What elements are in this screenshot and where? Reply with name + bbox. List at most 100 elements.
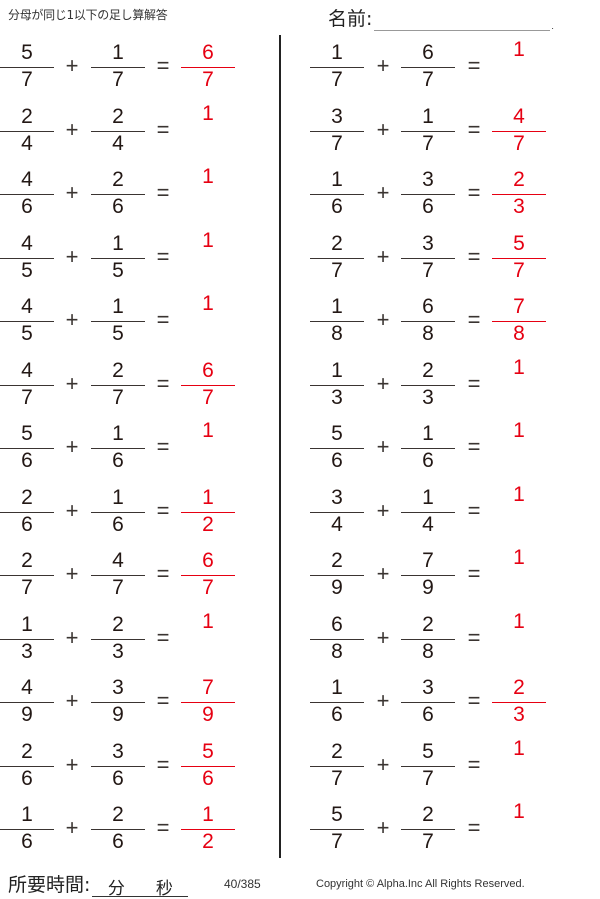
equals-sign: = <box>156 243 170 269</box>
fraction-bar <box>401 194 455 196</box>
numerator: 1 <box>422 104 434 128</box>
fraction-bar <box>91 575 145 577</box>
second-fraction: 3 9 <box>91 672 145 732</box>
denominator: 7 <box>422 830 434 853</box>
problem-row: 2 7 + 5 7 = 1 <box>0 736 600 796</box>
numerator: 5 <box>422 739 434 763</box>
denominator: 3 <box>112 639 124 663</box>
fraction-bar <box>401 257 455 259</box>
plus-sign: + <box>376 180 390 205</box>
plus-sign: + <box>65 624 79 650</box>
answer-numerator: 2 <box>513 168 525 191</box>
answer-fraction: 2 3 <box>492 164 546 224</box>
fraction-bar <box>0 67 54 69</box>
fraction-bar <box>401 702 455 704</box>
denominator: 6 <box>21 512 33 536</box>
numerator: 2 <box>112 803 124 826</box>
second-fraction: 4 7 <box>91 545 145 605</box>
answer-numerator: 1 <box>202 803 214 826</box>
fraction-bar <box>0 829 54 831</box>
plus-sign: + <box>376 370 390 396</box>
fraction-bar <box>401 130 455 132</box>
numerator: 6 <box>422 41 434 64</box>
problem-row: 5 6 + 1 6 = 1 <box>0 418 600 478</box>
equals-sign: = <box>467 370 481 396</box>
numerator: 2 <box>21 739 33 763</box>
denominator: 7 <box>422 131 434 155</box>
second-fraction: 2 6 <box>91 164 145 224</box>
fraction-bar <box>401 448 455 450</box>
minutes-unit: 分 <box>107 879 125 899</box>
second-fraction: 2 4 <box>91 101 145 161</box>
fraction-bar <box>401 67 455 69</box>
first-fraction: 1 6 <box>310 164 364 224</box>
problem-row: 3 4 + 1 4 = 1 <box>0 482 600 542</box>
numerator: 6 <box>331 612 343 636</box>
numerator: 1 <box>112 485 124 509</box>
numerator: 1 <box>112 231 124 255</box>
answer-numerator: 5 <box>202 739 214 763</box>
answer-whole-number: 1 <box>513 736 525 760</box>
first-fraction: 2 9 <box>310 545 364 605</box>
denominator: 6 <box>21 195 33 218</box>
worksheet-title: 分母が同じ1以下の足し算解答 <box>8 8 168 22</box>
fraction-bar <box>0 765 54 767</box>
answer-fraction-bar <box>492 702 546 704</box>
second-fraction: 6 8 <box>401 291 455 351</box>
first-fraction: 4 5 <box>0 291 54 351</box>
fraction-bar <box>91 765 145 767</box>
fraction-bar <box>401 321 455 323</box>
name-line-end-dot: . <box>551 22 554 31</box>
fraction-bar <box>401 384 455 386</box>
answer-fraction: 4 7 <box>492 101 546 161</box>
denominator: 7 <box>422 68 434 91</box>
denominator: 6 <box>331 449 343 472</box>
numerator: 7 <box>422 549 434 572</box>
problem-row: 1 6 + 3 6 = 2 3 <box>0 164 600 224</box>
numerator: 1 <box>21 612 33 636</box>
equals-sign: = <box>156 561 170 586</box>
problem-row: 2 4 + 2 4 = 1 <box>0 101 600 161</box>
answer-whole-number: 1 <box>513 482 525 506</box>
answer-fraction-bar <box>181 67 235 69</box>
first-fraction: 3 4 <box>310 482 364 542</box>
answer-fraction: 6 7 <box>181 355 235 415</box>
plus-sign: + <box>65 751 79 777</box>
denominator: 3 <box>422 385 434 409</box>
denominator: 4 <box>331 512 343 536</box>
fraction-bar <box>310 765 364 767</box>
denominator: 5 <box>112 258 124 282</box>
answer-fraction: 5 6 <box>181 736 235 796</box>
first-fraction: 4 5 <box>0 228 54 288</box>
numerator: 1 <box>422 485 434 509</box>
fraction-bar <box>91 194 145 196</box>
numerator: 2 <box>331 231 343 255</box>
answer-whole-number: 1 <box>513 609 525 633</box>
fraction-bar <box>91 257 145 259</box>
plus-sign: + <box>376 307 390 332</box>
problem-row: 2 7 + 4 7 = 6 7 <box>0 545 600 605</box>
problem-row: 4 5 + 1 5 = 1 <box>0 228 600 288</box>
denominator: 6 <box>331 703 343 726</box>
fraction-bar <box>91 829 145 831</box>
name-field: 名前: . <box>328 4 554 31</box>
numerator: 3 <box>331 104 343 128</box>
fraction-bar <box>310 194 364 196</box>
fraction-bar <box>310 321 364 323</box>
first-fraction: 5 7 <box>310 799 364 859</box>
numerator: 3 <box>422 168 434 191</box>
answer-denominator: 7 <box>202 385 214 409</box>
first-fraction: 1 7 <box>310 37 364 97</box>
answer-numerator: 2 <box>513 676 525 699</box>
second-fraction: 1 5 <box>91 291 145 351</box>
numerator: 5 <box>331 803 343 826</box>
numerator: 3 <box>331 485 343 509</box>
fraction-bar <box>0 511 54 513</box>
numerator: 4 <box>21 231 33 255</box>
plus-sign: + <box>376 751 390 777</box>
numerator: 2 <box>422 358 434 382</box>
denominator: 7 <box>21 385 33 409</box>
answer-fraction-bar <box>181 829 235 831</box>
equals-sign: = <box>156 53 170 78</box>
plus-sign: + <box>65 561 79 586</box>
